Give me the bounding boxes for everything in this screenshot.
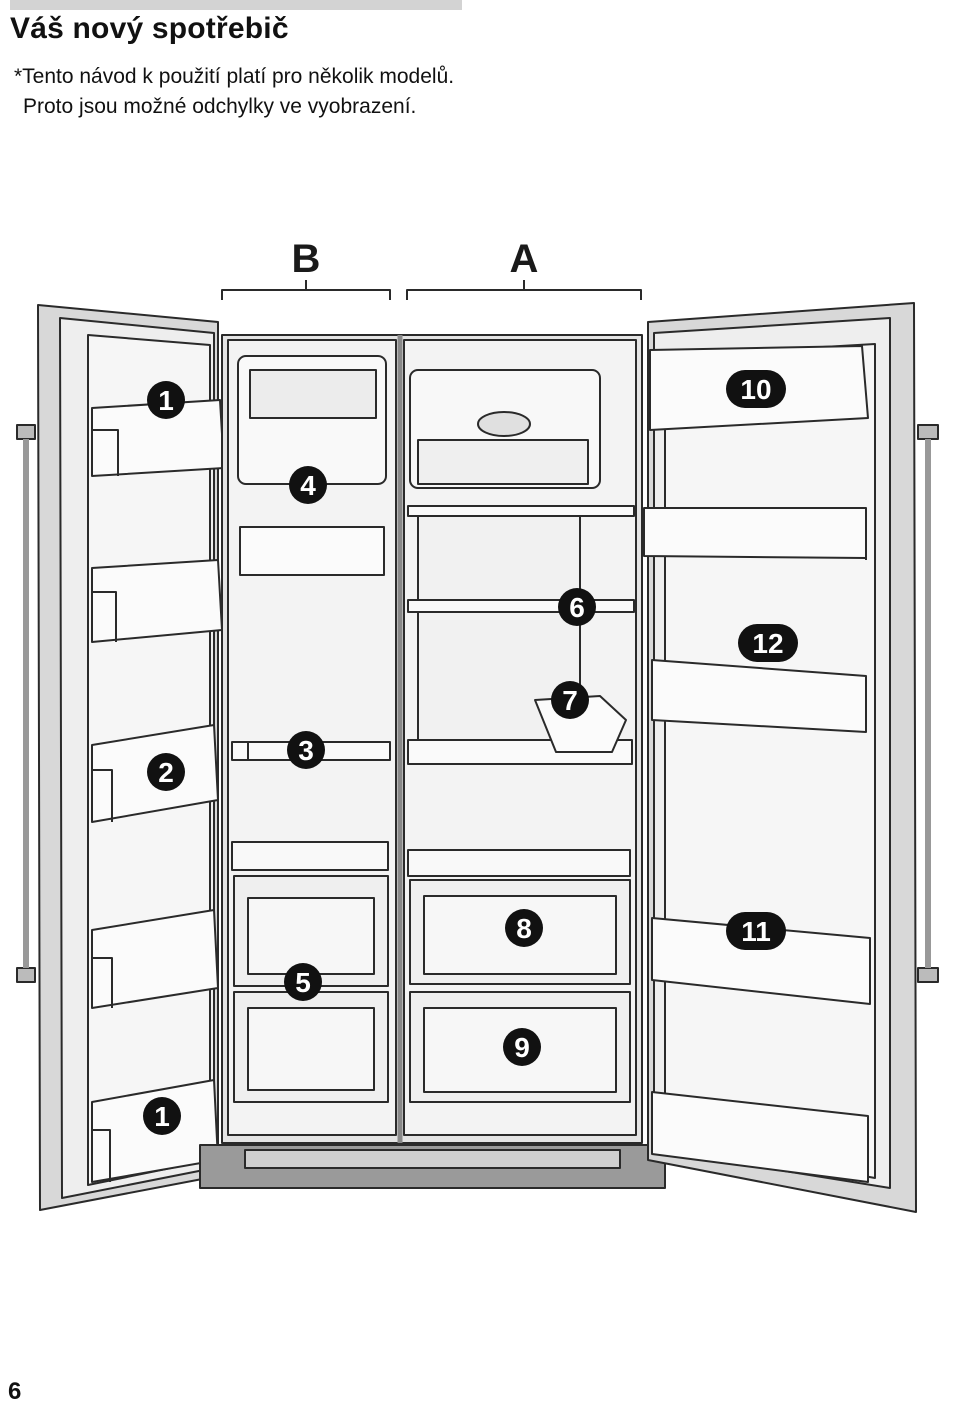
callout-label: 7 [562,685,578,716]
callout-label: 8 [516,913,532,944]
callout-11: 11 [726,912,786,950]
section-label-a: A [510,237,539,281]
callout-6: 6 [558,588,596,626]
callout-4: 4 [289,466,327,504]
section-bracket-b [222,280,390,300]
callout-9: 9 [503,1028,541,1066]
section-bracket-a [407,280,641,300]
callout-label: 2 [158,757,174,788]
callout-label: 5 [295,967,311,998]
callout-label: 6 [569,592,585,623]
left-door-bin-2 [92,560,222,642]
callout-10: 10 [726,370,786,408]
callout-label: 9 [514,1032,530,1063]
callout-7: 7 [551,681,589,719]
ice-maker [238,356,386,575]
callout-label: 12 [752,628,783,659]
right-door [648,303,938,1212]
callout-label: 3 [298,735,314,766]
callout-5: 5 [284,963,322,1001]
callout-label: 1 [154,1101,170,1132]
callout-1-bottom: 1 [143,1097,181,1135]
fridge-control-unit [410,370,600,488]
callout-3: 3 [287,731,325,769]
section-label-b: B [292,237,321,281]
callout-label: 4 [300,470,316,501]
right-door-bin-upper [644,508,866,560]
callout-label: 1 [158,385,174,416]
callout-12: 12 [738,624,798,662]
callout-label: 10 [740,374,771,405]
page-number: 6 [8,1378,21,1406]
callout-1-top: 1 [147,381,185,419]
callout-label: 11 [741,916,771,947]
callout-8: 8 [505,909,543,947]
callout-2: 2 [147,753,185,791]
